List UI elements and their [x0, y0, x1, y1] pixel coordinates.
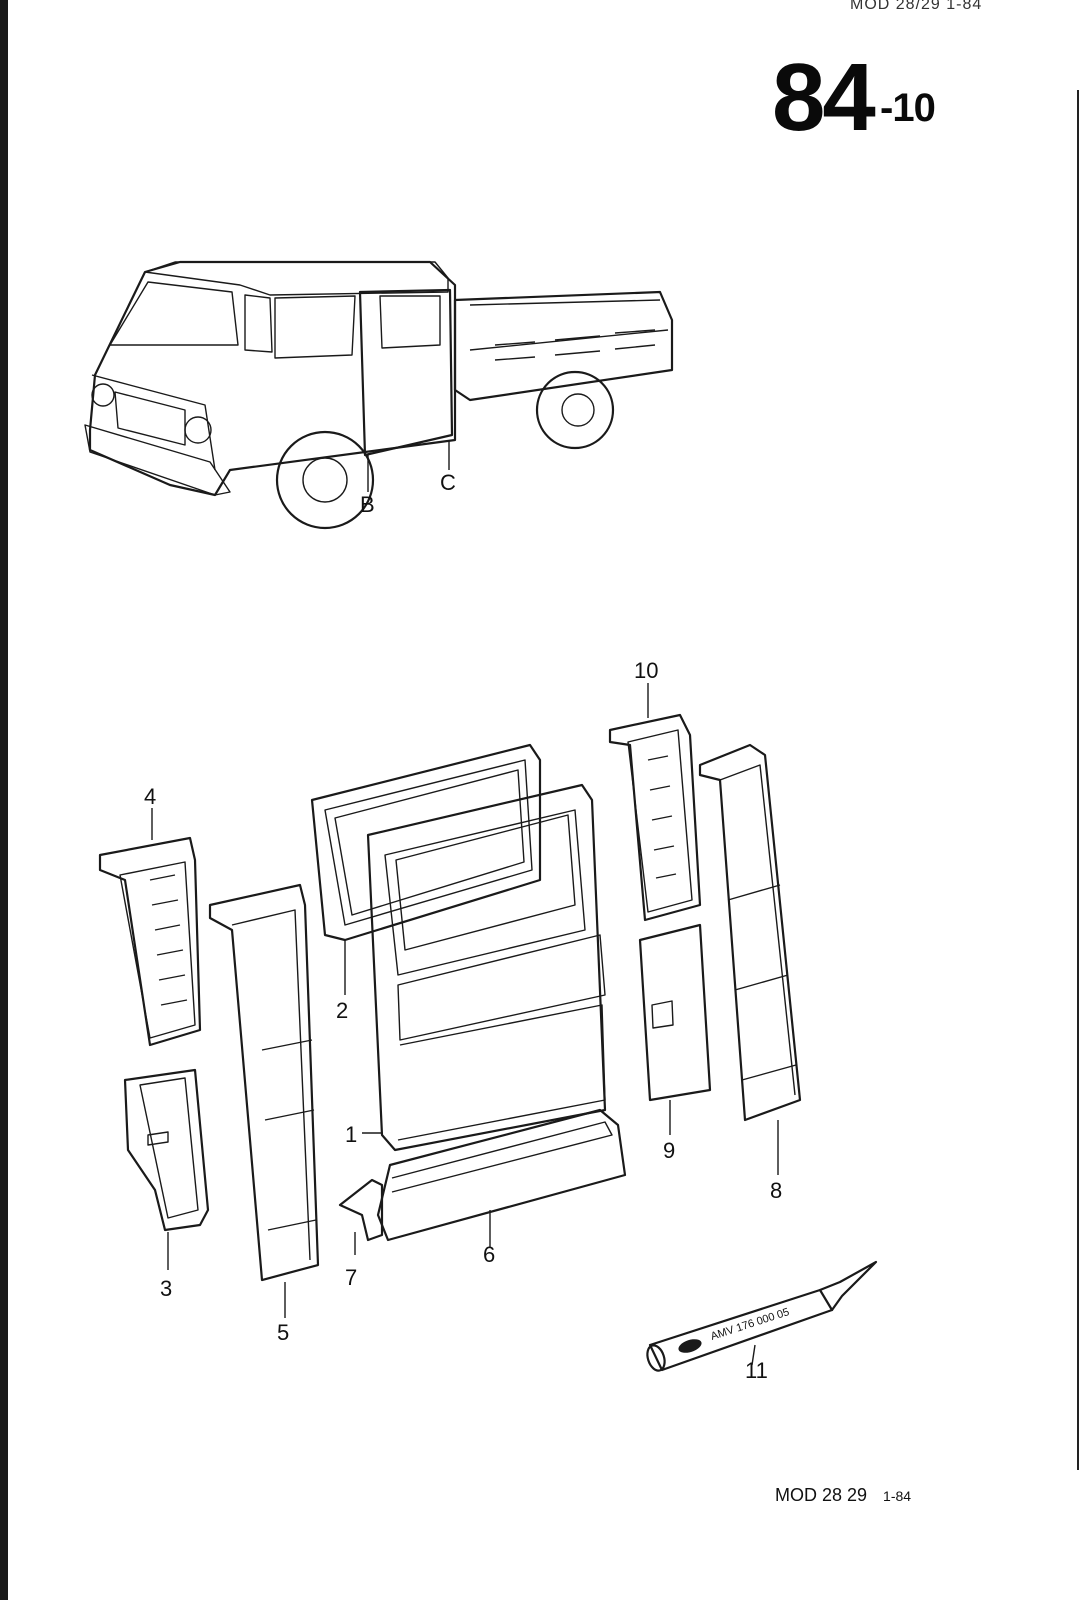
- callout-c: C: [440, 470, 456, 495]
- part-2-drawing: 2: [310, 743, 542, 1023]
- part-8-drawing: 8: [698, 743, 802, 1203]
- footer: MOD 28 29 1-84: [775, 1485, 911, 1506]
- callout-b: B: [360, 492, 375, 517]
- part-1-drawing: 1: [345, 783, 607, 1152]
- part-2-callout: 2: [336, 998, 348, 1023]
- part-5-callout: 5: [277, 1320, 289, 1345]
- part-9-callout: 9: [663, 1138, 675, 1163]
- part-8-callout: 8: [770, 1178, 782, 1203]
- footer-date: 1-84: [883, 1488, 912, 1504]
- part-3-callout: 3: [160, 1276, 172, 1301]
- left-binding-rule: [0, 0, 8, 1600]
- vehicle-overview-drawing: B C: [84, 260, 674, 530]
- part-6-callout: 6: [483, 1242, 495, 1267]
- part-10-callout: 10: [634, 658, 658, 683]
- part-4-callout: 4: [144, 784, 156, 809]
- part-1-callout: 1: [345, 1122, 357, 1147]
- part-7-drawing: 7: [338, 1178, 384, 1290]
- part-7-callout: 7: [345, 1265, 357, 1290]
- right-margin-rule: [1077, 90, 1079, 1470]
- footer-model: MOD 28 29: [775, 1485, 868, 1505]
- part-9-drawing: 9: [638, 923, 712, 1163]
- part-4-drawing: 4: [98, 784, 202, 1047]
- part-11-callout: 11: [745, 1358, 768, 1383]
- top-reference: MOD 28/29 1-84: [850, 0, 983, 13]
- part-11-drawing: AMV 176 000 05 11: [646, 1260, 878, 1383]
- part-10-drawing: 10: [608, 658, 702, 922]
- part-3-drawing: 3: [123, 1068, 210, 1301]
- part-6-drawing: 6: [376, 1108, 627, 1267]
- part-5-drawing: 5: [208, 883, 320, 1345]
- page-suffix: -10: [880, 86, 936, 130]
- page-number: 84: [772, 44, 876, 151]
